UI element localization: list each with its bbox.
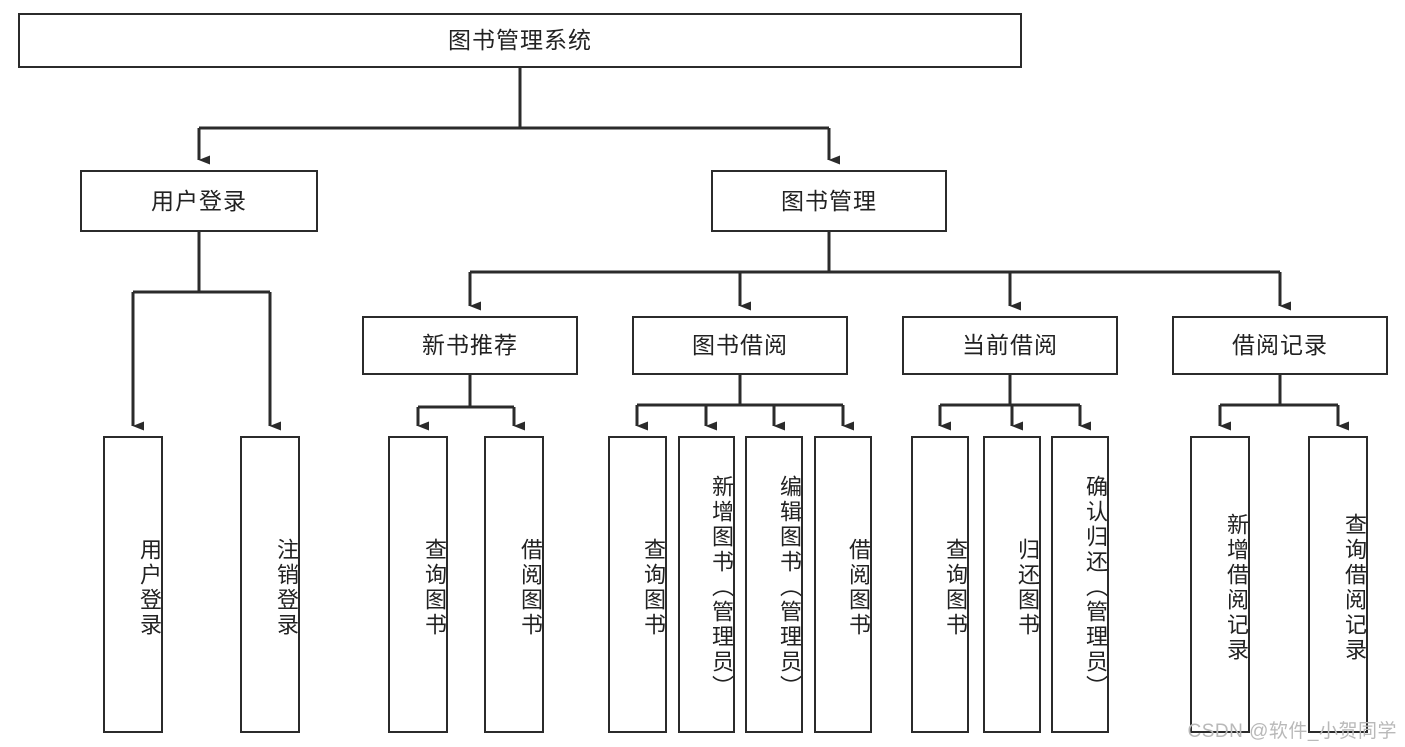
node-book-borrow[interactable]: 图书借阅 [632, 316, 848, 375]
node-leaf-add-book[interactable]: 新增图书（管理员） [678, 436, 735, 733]
node-leaf-confirm-return[interactable]: 确认归还（管理员） [1051, 436, 1109, 733]
node-label-borrow-record: 借阅记录 [1232, 332, 1328, 359]
node-root-system[interactable]: 图书管理系统 [18, 13, 1022, 68]
node-label-leaf-return-book: 归还图书 [1015, 537, 1040, 638]
node-label-leaf-user-login: 用户登录 [137, 537, 162, 638]
node-leaf-edit-book[interactable]: 编辑图书（管理员） [745, 436, 803, 733]
node-label-leaf-query-book-2: 查询图书 [641, 537, 666, 638]
node-label-leaf-add-book: 新增图书（管理员） [709, 475, 734, 700]
node-leaf-query-book-3[interactable]: 查询图书 [911, 436, 969, 733]
node-label-leaf-query-record: 查询借阅记录 [1342, 512, 1367, 663]
node-leaf-query-record[interactable]: 查询借阅记录 [1308, 436, 1368, 733]
node-label-book-borrow: 图书借阅 [692, 332, 788, 359]
node-label-user-login: 用户登录 [151, 187, 247, 214]
node-label-leaf-add-record: 新增借阅记录 [1224, 512, 1249, 663]
node-leaf-user-login[interactable]: 用户登录 [103, 436, 163, 733]
node-label-leaf-confirm-return: 确认归还（管理员） [1083, 475, 1108, 700]
node-leaf-logout[interactable]: 注销登录 [240, 436, 300, 733]
node-label-leaf-query-book-1: 查询图书 [422, 537, 447, 638]
node-leaf-borrow-book-2[interactable]: 借阅图书 [814, 436, 872, 733]
node-label-leaf-borrow-book-1: 借阅图书 [518, 537, 543, 638]
node-book-management[interactable]: 图书管理 [711, 170, 947, 232]
node-label-leaf-edit-book: 编辑图书（管理员） [777, 475, 802, 700]
node-borrow-record[interactable]: 借阅记录 [1172, 316, 1388, 375]
node-label-root: 图书管理系统 [448, 27, 592, 54]
node-label-leaf-query-book-3: 查询图书 [943, 537, 968, 638]
node-leaf-return-book[interactable]: 归还图书 [983, 436, 1041, 733]
node-new-book-recommend[interactable]: 新书推荐 [362, 316, 578, 375]
node-user-login[interactable]: 用户登录 [80, 170, 318, 232]
node-label-current-borrow: 当前借阅 [962, 332, 1058, 359]
node-leaf-query-book-2[interactable]: 查询图书 [608, 436, 667, 733]
node-label-new-book-recommend: 新书推荐 [422, 332, 518, 359]
node-current-borrow[interactable]: 当前借阅 [902, 316, 1118, 375]
node-label-leaf-borrow-book-2: 借阅图书 [846, 537, 871, 638]
node-label-book-management: 图书管理 [781, 187, 877, 214]
node-label-leaf-logout: 注销登录 [274, 537, 299, 638]
node-leaf-borrow-book-1[interactable]: 借阅图书 [484, 436, 544, 733]
node-leaf-query-book-1[interactable]: 查询图书 [388, 436, 448, 733]
node-leaf-add-record[interactable]: 新增借阅记录 [1190, 436, 1250, 733]
